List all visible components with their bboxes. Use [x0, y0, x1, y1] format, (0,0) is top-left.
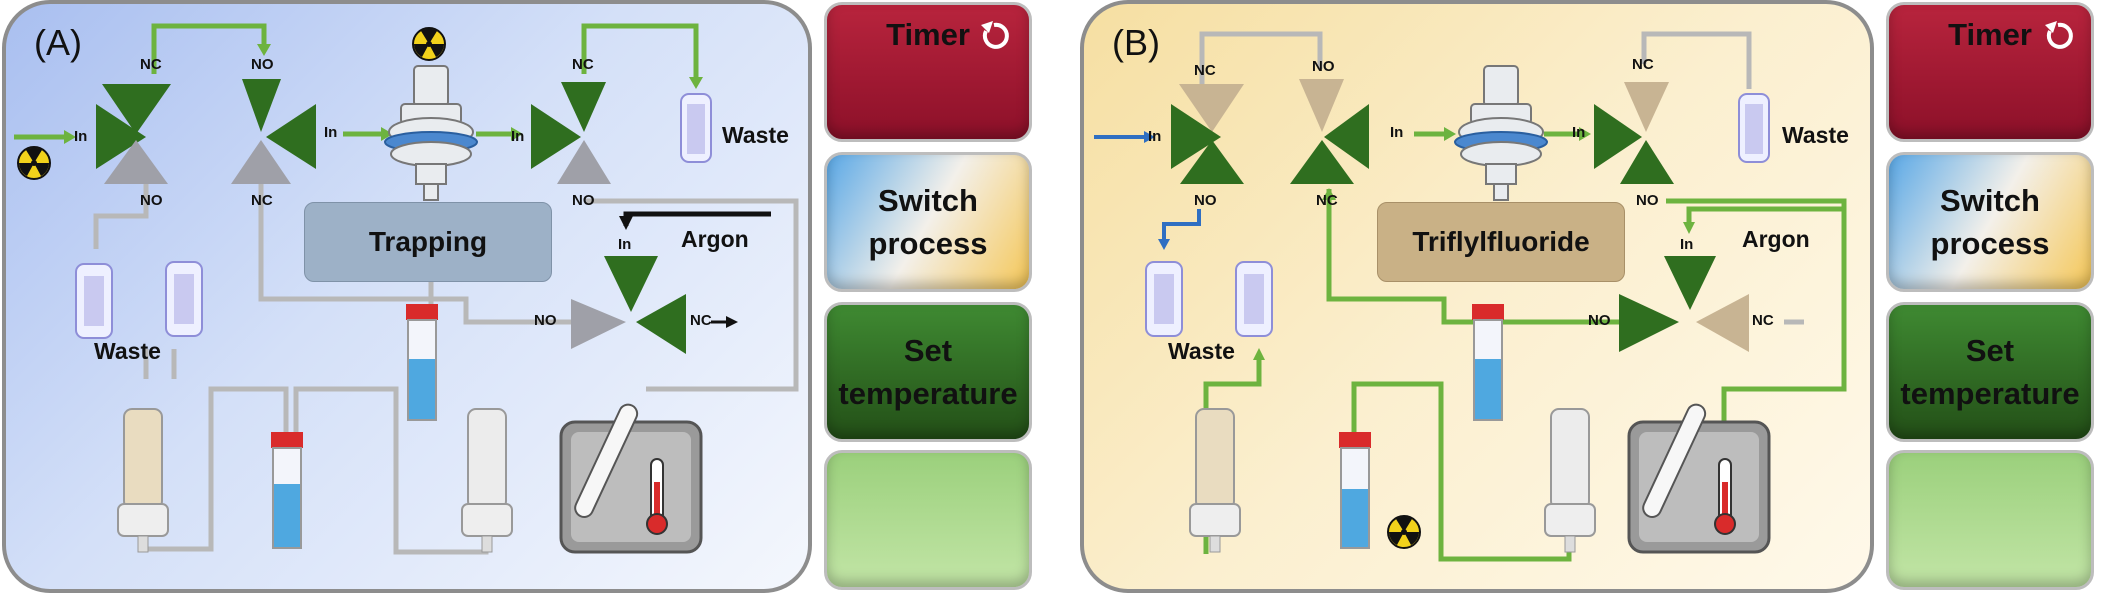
radiation-icon — [1387, 515, 1421, 549]
active-flow-path — [14, 23, 699, 140]
switch-label-line1: Switch — [1940, 183, 2040, 218]
valve-port-label: NO — [534, 312, 557, 329]
timer-button[interactable]: Timer — [1886, 2, 2094, 142]
switch-process-button[interactable]: Switch process — [1886, 152, 2094, 292]
valve-port-label: In — [74, 128, 88, 145]
valve-port-label: NC — [690, 312, 712, 329]
waste-label: Waste — [1782, 122, 1849, 148]
panel-b: (B) NC In NO NO NC In NC In NO In NO NC … — [1080, 0, 1874, 593]
reagent-tube-icon — [1339, 432, 1371, 549]
switch-label-line2: process — [868, 226, 988, 261]
valve-port-label: In — [1390, 124, 1404, 141]
temp-label-line2: temperature — [838, 376, 1018, 411]
process-label: Triflylfluoride — [1377, 202, 1625, 282]
argon-label: Argon — [681, 226, 749, 252]
set-temperature-button[interactable]: Set temperature — [824, 302, 1032, 442]
spe-cartridge-icon — [461, 408, 513, 553]
radiation-icon — [17, 146, 51, 180]
argon-line — [623, 211, 771, 226]
valve-4-icon[interactable] — [1619, 256, 1749, 352]
valve-port-label: NC — [1752, 312, 1774, 329]
valve-port-label: In — [511, 128, 525, 145]
flow-arrowheads — [64, 44, 703, 144]
waste-vial-icon — [680, 93, 712, 163]
reset-icon — [981, 21, 1009, 49]
waste-vial-icon — [1235, 261, 1273, 337]
valve-2-icon[interactable] — [231, 79, 316, 184]
valve-port-label: In — [1572, 124, 1586, 141]
valve-1-icon[interactable] — [1171, 84, 1244, 184]
argon-label: Argon — [1742, 226, 1810, 252]
process-label: Trapping — [304, 202, 552, 282]
blank-button[interactable] — [1886, 450, 2094, 590]
reagent-tube-icon — [271, 432, 303, 549]
heater-block-icon — [1627, 403, 1771, 554]
valve-port-label: In — [618, 236, 632, 253]
valve-port-label: NO — [1194, 192, 1217, 209]
reagent-tube-icon — [1472, 304, 1504, 421]
waste-label: Waste — [722, 122, 789, 148]
valve-port-label: NC — [1632, 56, 1654, 73]
timer-button[interactable]: Timer — [824, 2, 1032, 142]
valve-port-label: In — [324, 124, 338, 141]
valve-port-label: NO — [1636, 192, 1659, 209]
valve-port-label: NC — [572, 56, 594, 73]
valve-port-label: In — [1680, 236, 1694, 253]
valve-port-label: NC — [251, 192, 273, 209]
blank-button[interactable] — [824, 450, 1032, 590]
switch-label-line1: Switch — [878, 183, 978, 218]
panel-a: (A) NC In NO NO NC In NC In NO In NO NC … — [2, 0, 812, 593]
reagent-tube-icon — [406, 304, 438, 421]
trap-cartridge-icon — [1454, 65, 1548, 201]
set-temperature-button[interactable]: Set temperature — [1886, 302, 2094, 442]
valve-2-icon[interactable] — [1290, 79, 1369, 184]
valve-port-label: NC — [1194, 62, 1216, 79]
panel-label: (A) — [34, 22, 82, 63]
reset-icon — [2045, 21, 2073, 49]
valve-port-label: In — [1148, 128, 1162, 145]
spe-cartridge-icon — [1544, 408, 1596, 553]
timer-label: Timer — [1948, 17, 2032, 52]
valve-port-label: NC — [1316, 192, 1338, 209]
inlet-arrowheads — [1144, 131, 1170, 250]
switch-process-button[interactable]: Switch process — [824, 152, 1032, 292]
panel-a-diagram — [14, 23, 799, 555]
panel-label: (B) — [1112, 22, 1160, 63]
spe-cartridge-icon — [1189, 408, 1241, 553]
waste-vial-icon — [75, 263, 113, 339]
temp-label-line1: Set — [1965, 333, 2015, 368]
waste-vial-icon — [1738, 93, 1770, 163]
valve-port-label: NC — [140, 56, 162, 73]
nc-outlet-arrow — [726, 316, 738, 328]
trap-cartridge-icon — [384, 65, 478, 201]
panel-b-diagram — [1094, 31, 1847, 562]
waste-vial-icon — [165, 261, 203, 337]
inlet-line — [1094, 135, 1201, 239]
temp-label-line1: Set — [903, 333, 953, 368]
waste-vial-icon — [1145, 261, 1183, 337]
valve-port-label: NO — [1588, 312, 1611, 329]
spe-cartridge-icon — [117, 408, 169, 553]
valve-4-icon[interactable] — [571, 256, 686, 354]
valve-1-icon[interactable] — [96, 84, 171, 184]
switch-label-line2: process — [1930, 226, 2050, 261]
valve-port-label: NO — [1312, 58, 1335, 75]
valve-port-label: NO — [572, 192, 595, 209]
valve-port-label: NO — [140, 192, 163, 209]
radiation-icon — [412, 27, 446, 61]
waste-label: Waste — [1168, 338, 1235, 364]
valve-3-icon[interactable] — [1594, 82, 1674, 184]
argon-arrowhead — [619, 216, 633, 230]
timer-label: Timer — [886, 17, 970, 52]
temp-label-line2: temperature — [1900, 376, 2080, 411]
valve-port-label: NO — [251, 56, 274, 73]
valve-3-icon[interactable] — [531, 82, 611, 184]
inactive-tubing — [1199, 31, 1804, 325]
heater-block-icon — [559, 403, 703, 554]
waste-label: Waste — [94, 338, 161, 364]
